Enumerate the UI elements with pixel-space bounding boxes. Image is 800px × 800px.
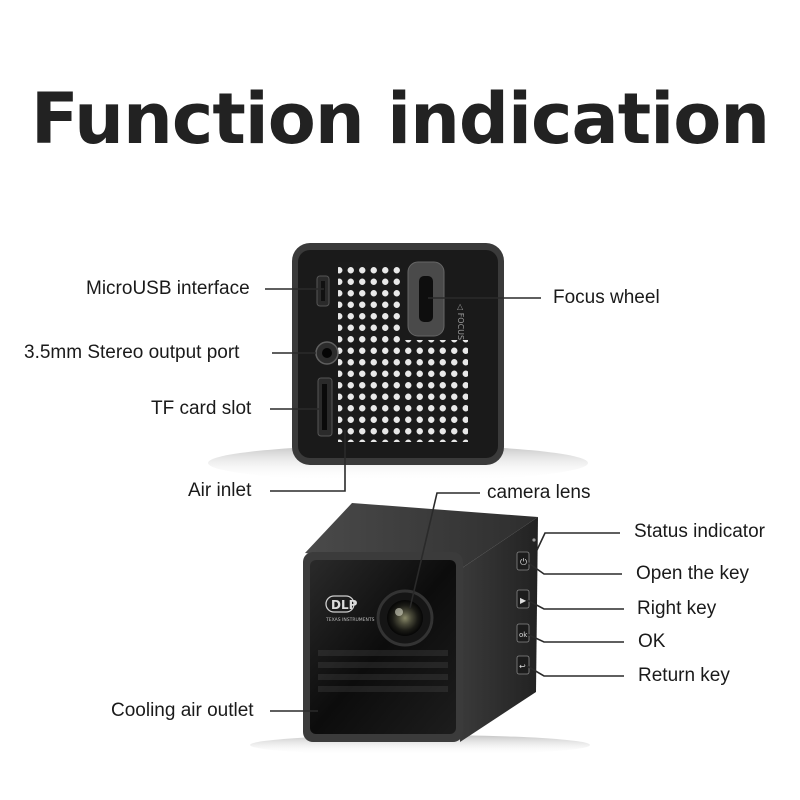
callout-line-ok	[526, 633, 624, 643]
right-key-button	[516, 589, 530, 609]
svg-text:▶: ▶	[520, 596, 527, 605]
label-air-inlet: Air inlet	[188, 480, 252, 501]
svg-text:DLP: DLP	[331, 598, 358, 612]
side-face	[460, 517, 538, 742]
label-focus-wheel: Focus wheel	[553, 287, 660, 308]
callout-line-camera-lens	[409, 492, 480, 609]
open-key-button	[516, 551, 530, 571]
callout-line-return-key	[526, 665, 624, 677]
label-stereo-output-port: 3.5mm Stereo output port	[24, 342, 240, 363]
back-view-device: ◁ FOCUS	[208, 243, 588, 481]
label-ok: OK	[638, 631, 666, 652]
svg-text:ok: ok	[519, 631, 528, 639]
label-camera-lens: camera lens	[487, 482, 591, 503]
svg-text:⏻: ⏻	[520, 557, 527, 568]
callout-line-air-inlet	[270, 430, 346, 492]
label-tf-card-slot: TF card slot	[151, 398, 252, 419]
front-view-device: DLP TEXAS INSTRUMENTS ⏻ ▶ ok ↩	[250, 503, 590, 755]
svg-text:↩: ↩	[519, 662, 526, 671]
label-status-indicator: Status indicator	[634, 521, 765, 542]
focus-marking: ◁ FOCUS	[456, 303, 465, 340]
label-microusb-interface: MicroUSB interface	[86, 278, 250, 299]
status-indicator-led	[532, 538, 536, 542]
front-face	[310, 560, 456, 734]
callout-lines	[265, 288, 624, 712]
dlp-logo	[325, 595, 355, 613]
page-title: Function indication	[30, 78, 770, 160]
callout-line-right-key	[526, 599, 624, 610]
callout-line-status	[536, 532, 620, 551]
top-face	[305, 503, 538, 568]
cooling-vent-grille	[318, 650, 448, 692]
return-key-button	[516, 655, 530, 675]
label-right-key: Right key	[637, 598, 717, 619]
svg-text:TEXAS INSTRUMENTS: TEXAS INSTRUMENTS	[325, 617, 375, 623]
label-return-key: Return key	[638, 665, 730, 686]
label-open-the-key: Open the key	[636, 563, 750, 584]
ok-button	[516, 623, 530, 643]
callout-line-open-key	[526, 561, 622, 575]
label-cooling-air-outlet: Cooling air outlet	[111, 700, 254, 721]
